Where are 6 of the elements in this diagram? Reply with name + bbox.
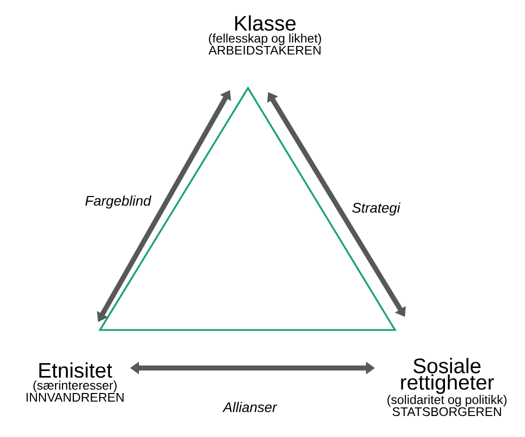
edge-label: Fargeblind	[84, 194, 152, 210]
concept-label: Etnisitet (særinteresser) INNVANDREREN	[26, 362, 124, 402]
edge-label: Allianser	[222, 400, 278, 414]
concept-label: Sosiale rettigheter (solidaritet og politikk) STATSBORGEREN	[387, 358, 506, 416]
edge-label: Strategi	[350, 201, 402, 217]
concept-label: Klasse (fellesskap og likhet) ARBEIDSTAKEREN	[208, 15, 322, 55]
